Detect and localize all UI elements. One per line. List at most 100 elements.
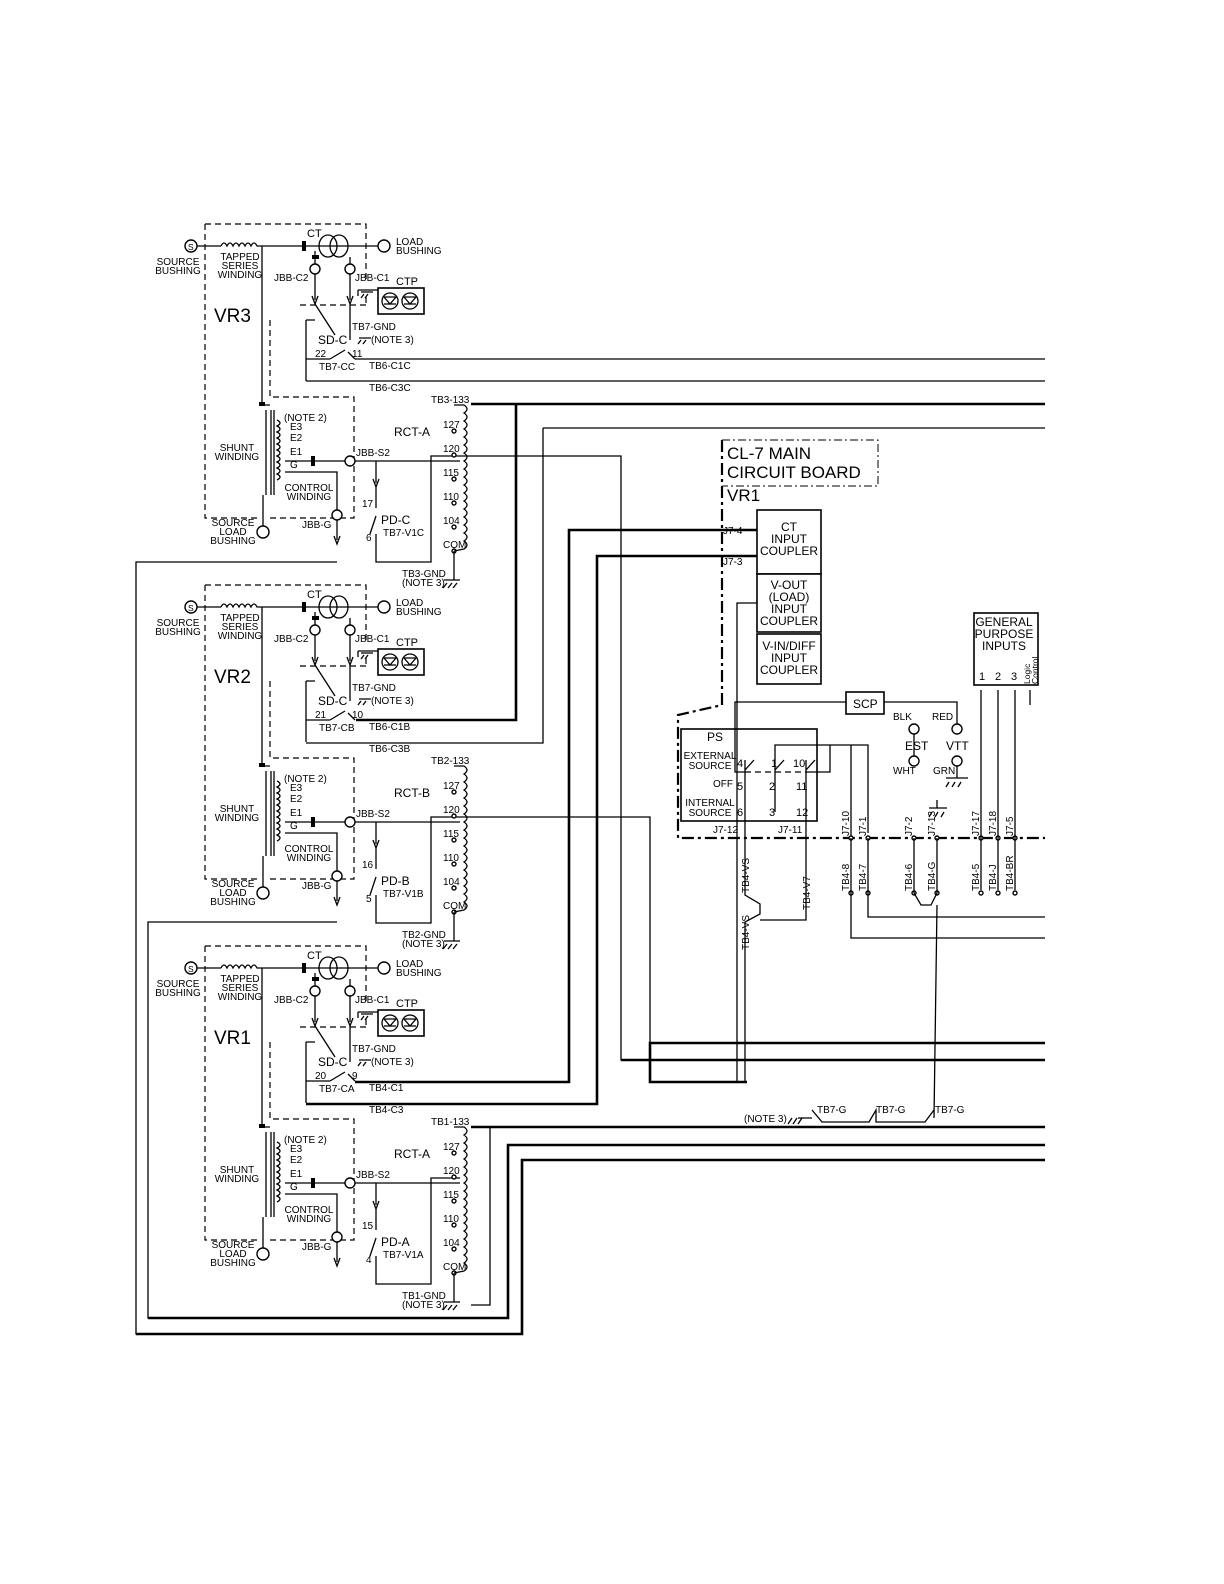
tap-3-terminal [451, 1222, 457, 1228]
ctp-label: CTP [396, 637, 418, 649]
wire-tb4-8 [850, 838, 1045, 939]
j7-label-5: J7-18 [988, 811, 999, 836]
pd-bottom-label: 5 [366, 894, 372, 905]
rct-ground [442, 940, 460, 950]
ctp-box [377, 1009, 425, 1037]
load-bushing-terminal [377, 600, 391, 614]
pd-switch [369, 1177, 460, 1285]
pd-terminal-label: TB7-V1B [383, 889, 424, 900]
jbb-c1-label: JBB-C1 [355, 273, 390, 284]
jbb-c2-label: JBB-C2 [274, 634, 309, 645]
s2-leads [355, 460, 460, 500]
ps-pin-4: 4 [737, 758, 743, 770]
interconnect-wiring: (NOTE 3) TB7-G TB7-G TB7-G TB4-VS TB4-V7… [135, 358, 1045, 1336]
tb4-vs-label: TB4-VS [741, 858, 752, 893]
tb-top-label: TB3-133 [431, 395, 470, 406]
control-mark [311, 1178, 315, 1188]
jbb-s2-terminal [344, 455, 356, 467]
note2-label: (NOTE 2) [284, 774, 327, 785]
shunt-core [265, 1132, 275, 1217]
rct-label: RCT-B [394, 786, 430, 800]
rct-coil [453, 1126, 468, 1302]
tb4-label-0: TB4-8 [841, 863, 852, 891]
rct-coil [453, 765, 468, 941]
board-title-2: CIRCUIT BOARD [727, 463, 861, 482]
pd-terminal-label: TB7-V1C [383, 528, 424, 539]
sd-switch [305, 680, 356, 742]
pd-label: PD-C [381, 513, 411, 527]
ct-polarity-mark [302, 602, 306, 612]
tap-1-terminal [451, 452, 457, 458]
gp-pin-1: 1 [979, 671, 985, 683]
tb4-pin-4 [978, 890, 984, 896]
scp-box [845, 691, 885, 715]
ctp-boundary [269, 658, 367, 758]
tap-0-label: 127 [443, 781, 460, 792]
tb4-pin-5 [995, 890, 1001, 896]
wire-j7-4 [355, 528, 757, 1084]
jbb-c1-terminal [344, 624, 356, 636]
tap-0-label: 127 [443, 420, 460, 431]
e1-label: E1 [290, 808, 303, 819]
ps-pin-11: 11 [796, 781, 807, 793]
control-coil [275, 419, 281, 481]
ps-pin-12: 12 [796, 807, 808, 819]
note3-label: (NOTE 3) [371, 696, 414, 707]
j7-13-ground [928, 800, 947, 818]
jbb-c2-terminal [309, 985, 321, 997]
sd-label: SD-C [318, 694, 348, 708]
tb4-label-1: TB4-7 [858, 863, 869, 891]
shunt-core [265, 410, 275, 495]
source-bushing-s: S [188, 603, 194, 613]
ps-label: PS [707, 730, 723, 744]
grn-label: GRN [933, 766, 955, 777]
sd-terminal-label: TB7-CA [319, 1084, 355, 1095]
e3-label: E3 [290, 1144, 303, 1155]
tb4-label-2: TB4-6 [904, 863, 915, 891]
ctp-diode-marks [357, 1011, 418, 1027]
tb7-gnd-ground [357, 1059, 371, 1067]
tb7-gnd-ground [357, 698, 371, 706]
pd-top-label: 16 [362, 860, 374, 871]
regulator-id-label: VR2 [214, 667, 251, 688]
control-mark [311, 817, 315, 827]
ps-pin-2: 2 [769, 781, 775, 793]
j7-label-0: J7-10 [841, 811, 852, 836]
rct-ground [442, 1301, 460, 1311]
pd-bottom-label: 6 [366, 533, 372, 544]
tb4-label-5: TB4-J [988, 864, 999, 891]
j7-label-1: J7-1 [858, 816, 869, 836]
pd-top-label: 17 [362, 499, 374, 510]
ps-pin-5: 5 [737, 781, 743, 793]
tap-0-terminal [451, 789, 457, 795]
s2-leads [355, 821, 460, 861]
board-title-1: CL-7 MAIN [727, 444, 811, 463]
jbb-g-terminal [331, 1231, 343, 1243]
tb-gnd-label: TB2-GND(NOTE 3) [402, 930, 446, 950]
j7-3-label: J7-3 [723, 557, 743, 568]
jbb-c2-label: JBB-C2 [274, 273, 309, 284]
sd-terminal-label: TB7-CB [319, 723, 355, 734]
shunt-mark [259, 402, 265, 406]
wire-gp-inputs [980, 690, 1016, 890]
load-bushing-terminal [377, 239, 391, 253]
control-coil [275, 1141, 281, 1203]
board-boundary [676, 440, 1045, 840]
sl-bushing-terminal [256, 1247, 270, 1261]
tap-5-label: COM [443, 901, 466, 912]
tap-1-label: 120 [443, 805, 460, 816]
jbb-g-label: JBB-G [302, 1242, 332, 1253]
ct-polarity-mark [302, 241, 306, 251]
wire-tb1-frame [471, 1126, 491, 1306]
